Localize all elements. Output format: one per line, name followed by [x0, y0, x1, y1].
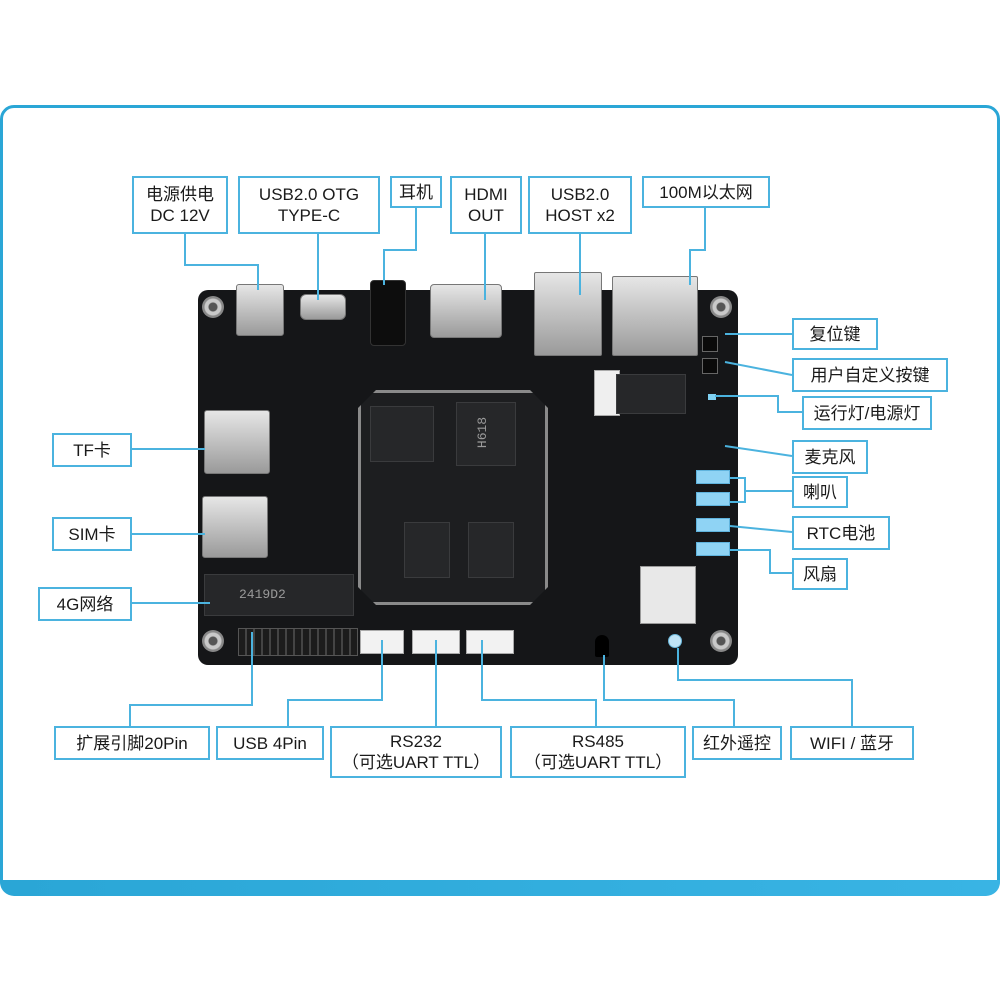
line-mic [724, 445, 793, 457]
label-rtc: RTC电池 [792, 516, 890, 550]
line-rs485 [481, 640, 597, 727]
ram-chip [370, 406, 434, 462]
label-reset: 复位键 [792, 318, 878, 350]
label-usb-host-line1: USB2.0 [550, 185, 610, 204]
line-ext-pins [129, 632, 253, 727]
label-user-key-line1: 用户自定义按键 [810, 365, 930, 385]
label-hdmi-line1: HDMI [464, 185, 508, 204]
memory-chip-2 [468, 522, 514, 578]
usb-c-port [300, 294, 346, 320]
line-wifi [677, 648, 853, 727]
label-rs485-line1: RS485 [572, 732, 624, 751]
label-rs232-line2: （可选UART TTL） [341, 753, 491, 772]
label-usb-host-line2: HOST x2 [545, 206, 615, 225]
ethernet-transformer [616, 374, 686, 414]
label-rs232: RS232 （可选UART TTL） [330, 726, 502, 778]
module-marking: 2419D2 [239, 587, 286, 602]
label-mic: 麦克风 [792, 440, 868, 474]
line-speaker-2 [730, 491, 746, 503]
label-rs232-line1: RS232 [390, 732, 442, 751]
mount-hole [710, 630, 732, 652]
label-ethernet: 100M以太网 [642, 176, 770, 208]
mount-hole [202, 630, 224, 652]
label-usb-4pin-line1: USB 4Pin [233, 733, 307, 753]
label-run-led: 运行灯/电源灯 [802, 396, 932, 430]
label-usb-host: USB2.0 HOST x2 [528, 176, 632, 234]
speaker-header-2 [696, 492, 730, 506]
wifi-bt-module [640, 566, 696, 624]
user-button [702, 358, 718, 374]
sim-card-slot [202, 496, 268, 558]
label-speaker: 喇叭 [792, 476, 848, 508]
fan-header [696, 542, 730, 556]
line-power [184, 232, 259, 290]
dc-jack [236, 284, 284, 336]
rtc-header [696, 518, 730, 532]
label-usb-otg-line1: USB2.0 OTG [258, 185, 360, 204]
line-headphone [383, 207, 417, 285]
4g-module-slot: 2419D2 [204, 574, 354, 616]
label-mic-line1: 麦克风 [804, 447, 856, 467]
label-wifi-bt: WIFI / 蓝牙 [790, 726, 914, 760]
soc-chip: H618 [456, 402, 516, 466]
label-hdmi-line2: OUT [468, 206, 504, 225]
gpio-header-20pin [238, 628, 358, 656]
rs485-header [466, 630, 514, 654]
label-4g: 4G网络 [38, 587, 132, 621]
label-power-line1: 电源供电 [146, 185, 214, 204]
label-tf-card-line1: TF卡 [73, 440, 111, 460]
line-ethernet [689, 206, 706, 285]
mount-hole [202, 296, 224, 318]
tf-card-slot [204, 410, 270, 474]
line-ir [603, 655, 735, 727]
status-led [708, 394, 716, 400]
pcb-board: 2419D2 H618 [198, 272, 738, 665]
audio-jack [370, 280, 406, 346]
label-rtc-line1: RTC电池 [806, 523, 876, 543]
label-ext-pins: 扩展引脚20Pin [54, 726, 210, 760]
label-headphone-line1: 耳机 [399, 182, 433, 202]
speaker-header-1 [696, 470, 730, 484]
label-usb-otg-line2: TYPE-C [277, 206, 341, 225]
label-speaker-line1: 喇叭 [803, 482, 837, 502]
label-fan: 风扇 [792, 558, 848, 590]
label-reset-line1: 复位键 [809, 324, 861, 344]
memory-chip-1 [404, 522, 450, 578]
label-ext-pins-line1: 扩展引脚20Pin [76, 733, 188, 753]
label-tf-card: TF卡 [52, 433, 132, 467]
line-speaker [730, 477, 792, 492]
line-run-led [715, 395, 804, 413]
label-power-line2: DC 12V [150, 206, 210, 225]
label-rs485-line2: （可选UART TTL） [523, 753, 673, 772]
label-rs485: RS485 （可选UART TTL） [510, 726, 686, 778]
hdmi-port [430, 284, 502, 338]
label-usb-4pin: USB 4Pin [216, 726, 324, 760]
label-ethernet-line1: 100M以太网 [659, 182, 753, 202]
label-power: 电源供电 DC 12V [132, 176, 228, 234]
line-rtc [729, 525, 793, 533]
line-fan [730, 549, 792, 574]
label-ir-remote: 红外遥控 [692, 726, 782, 760]
line-usb-4pin [287, 640, 383, 727]
antenna-connector [668, 634, 682, 648]
usb-host-ports [534, 272, 602, 356]
label-user-key: 用户自定义按键 [792, 358, 948, 392]
label-headphone: 耳机 [390, 176, 442, 208]
reset-button [702, 336, 718, 352]
line-user-key [724, 361, 793, 376]
label-sim-card: SIM卡 [52, 517, 132, 551]
label-run-led-line1: 运行灯/电源灯 [813, 403, 921, 423]
label-usb-otg: USB2.0 OTG TYPE-C [238, 176, 380, 234]
label-sim-card-line1: SIM卡 [68, 524, 116, 544]
label-ir-remote-line1: 红外遥控 [703, 733, 771, 753]
label-fan-line1: 风扇 [803, 564, 837, 584]
ethernet-port [612, 276, 698, 356]
ir-receiver [595, 635, 609, 657]
label-wifi-bt-line1: WIFI / 蓝牙 [809, 733, 895, 753]
label-hdmi: HDMI OUT [450, 176, 522, 234]
frame-bottom-bar [0, 880, 1000, 896]
mount-hole [710, 296, 732, 318]
label-4g-line1: 4G网络 [56, 594, 114, 614]
